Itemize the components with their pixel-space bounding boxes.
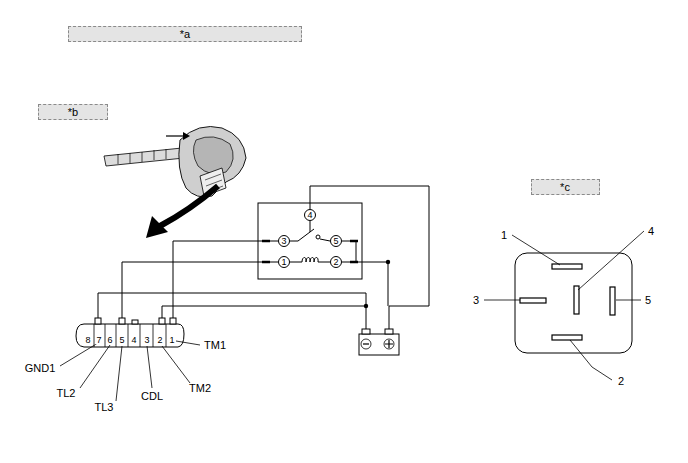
wire — [342, 241, 356, 262]
coil-connector — [290, 258, 330, 263]
signal-name: GND1 — [25, 363, 56, 374]
relay-terminal: 2 — [330, 256, 342, 268]
junction-dot — [364, 304, 368, 308]
signal-name: CDL — [141, 391, 163, 402]
switch-lead — [320, 239, 330, 241]
pin-number: 7 — [95, 336, 102, 345]
relay-pin-view — [515, 253, 632, 353]
callout-number: 2 — [618, 376, 624, 387]
signal-name: TM2 — [189, 383, 211, 394]
pointer-arrow — [146, 186, 218, 238]
pin-number: 8 — [84, 336, 91, 345]
callout-number: 4 — [648, 226, 654, 237]
pin-number: 6 — [106, 336, 113, 345]
callout-number: 5 — [645, 295, 651, 306]
signal-name: TM1 — [204, 340, 226, 351]
wire — [310, 186, 429, 332]
callout-number: 3 — [473, 295, 479, 306]
pin-number: 5 — [118, 336, 125, 345]
switch-common — [310, 221, 311, 232]
terminal-number: 1 — [281, 258, 286, 267]
connector-body — [76, 318, 184, 347]
wire — [342, 262, 388, 306]
figure-label: *c — [560, 182, 570, 193]
figure-tag: *b — [38, 104, 108, 120]
relay-terminal: 3 — [278, 235, 290, 247]
figure-tag: *a — [68, 26, 302, 42]
figure-label: *b — [68, 107, 78, 118]
signal-name: TL3 — [95, 402, 114, 413]
leader-line — [60, 341, 200, 401]
switch-contact — [316, 235, 320, 239]
signal-name: TL2 — [57, 388, 76, 399]
pin-number: 4 — [130, 336, 137, 345]
figure-label: *a — [180, 29, 190, 40]
terminal-number: 3 — [281, 237, 286, 246]
wire — [173, 241, 278, 322]
callout-number: 1 — [501, 230, 507, 241]
relay-terminal: 5 — [330, 235, 342, 247]
relay-terminal: 4 — [304, 209, 316, 221]
terminal-stub — [262, 241, 358, 262]
figure-tag: *c — [531, 179, 600, 195]
wire — [122, 262, 278, 322]
pin-number: 2 — [156, 336, 163, 345]
relay-terminal: 1 — [278, 256, 290, 268]
pin-number: 1 — [168, 336, 175, 345]
terminal-number: 2 — [333, 258, 338, 267]
terminal-number: 5 — [333, 237, 338, 246]
terminal-number: 4 — [307, 211, 312, 220]
sensor-illustration — [104, 127, 246, 198]
junction-dot — [386, 260, 390, 264]
leader-line — [484, 231, 644, 380]
pin-number: 3 — [143, 336, 150, 345]
wire — [162, 306, 366, 322]
battery-symbol — [359, 329, 399, 355]
